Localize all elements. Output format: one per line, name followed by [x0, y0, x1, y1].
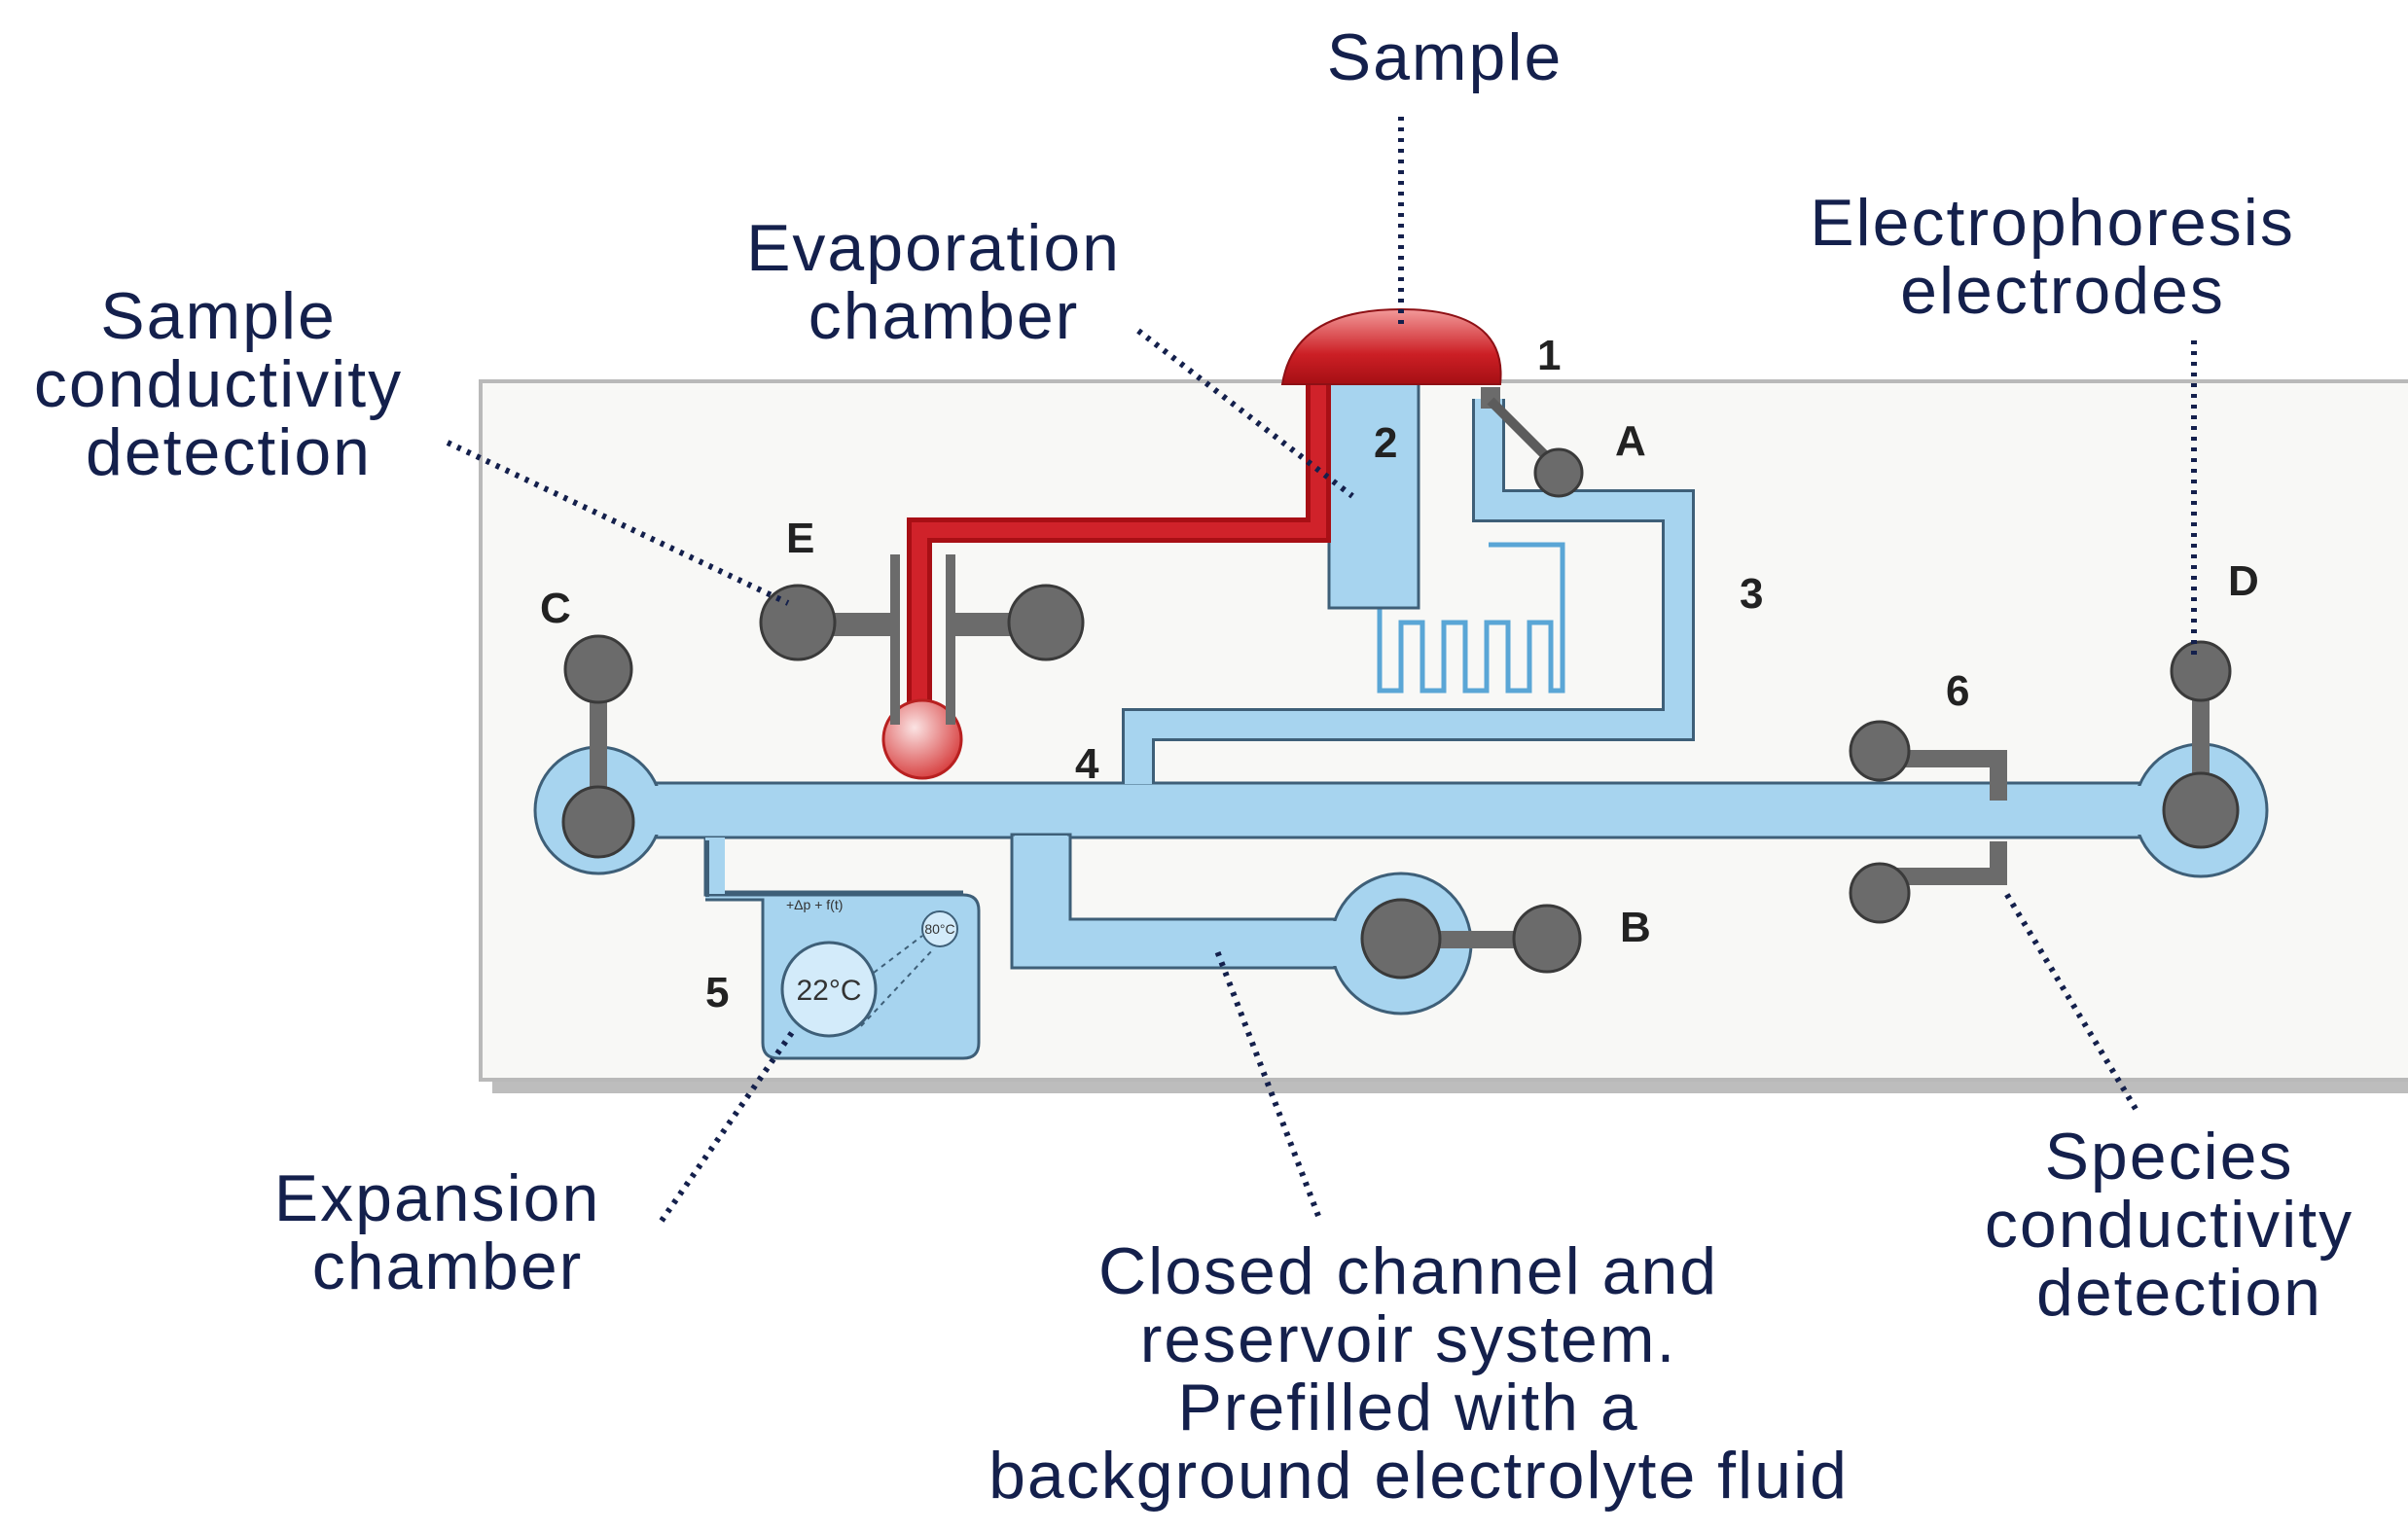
callout-expansion-chamber: Expansion chamber — [274, 1161, 621, 1303]
callout-sample: Sample — [1327, 20, 1563, 94]
expansion-chamber — [703, 837, 981, 1060]
marker-a: A — [1615, 417, 1646, 465]
small-temperature-label: 80°C — [924, 921, 954, 937]
reservoir-b-channel — [1010, 833, 1473, 1015]
marker-c: C — [540, 585, 571, 632]
main-channel — [533, 742, 2269, 878]
sample-droplet — [1280, 307, 1502, 385]
marker-5: 5 — [705, 969, 729, 1016]
small-temperature-indicator — [921, 910, 958, 947]
temperature-indicator — [780, 941, 878, 1038]
callout-evaporation-chamber: Evaporation chamber — [746, 211, 1141, 353]
electrodes — [561, 387, 2240, 980]
callout-species-conductivity-detection: Species conductivity detection — [1985, 1120, 2374, 1330]
marker-6: 6 — [1946, 667, 1969, 715]
marker-4: 4 — [1075, 740, 1099, 788]
serpentine-channel — [1377, 542, 1565, 694]
channel-3 — [1122, 399, 1695, 784]
sample-channel — [881, 374, 1331, 780]
marker-1: 1 — [1537, 332, 1561, 379]
scale-note: +Δp + f(t) — [786, 897, 843, 912]
marker-b: B — [1620, 904, 1651, 951]
channel-markers: 1 2 3 4 5 6 A B C D E — [540, 332, 2259, 1016]
callout-electrophoresis-electrodes: Electrophoresis electrodes — [1810, 186, 2316, 328]
marker-e: E — [786, 515, 814, 562]
callout-sample-conductivity-detection: Sample conductivity detection — [34, 279, 423, 489]
marker-2: 2 — [1374, 419, 1397, 467]
temperature-label: 22°C — [796, 975, 861, 1007]
marker-d: D — [2228, 557, 2259, 605]
callout-closed-channel-system: Closed channel and reservoir system. Pre… — [988, 1234, 1849, 1513]
leader-lines — [446, 117, 2197, 1223]
marker-3: 3 — [1740, 570, 1763, 618]
